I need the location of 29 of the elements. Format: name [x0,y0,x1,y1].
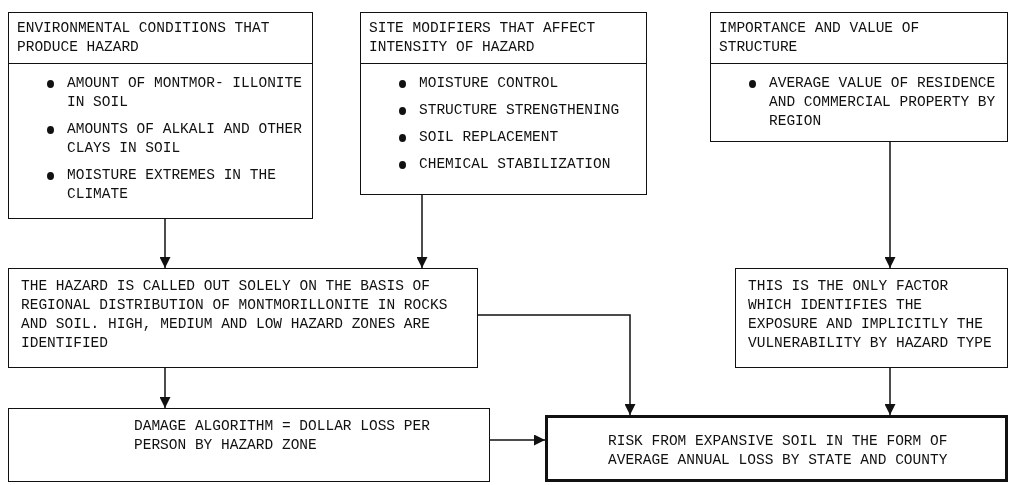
box-text: DAMAGE ALGORITHM = DOLLAR LOSS PER PERSON BY HAZARD ZONE [133,417,431,455]
bullet-item: CHEMICAL STABILIZATION [369,155,638,174]
box-text: THE HAZARD IS CALLED OUT SOLELY ON THE BASIS OF REGIONAL DISTRIBUTION OF MONTMORILLONITE IN ROCKS AND SOIL. HIGH, MEDIUM AND LOW HAZARD ZONES ARE IDENTIFIED [20,277,449,353]
bullet-item: SOIL REPLACEMENT [369,128,638,147]
bullet-item: MOISTURE CONTROL [369,74,638,93]
arrow [489,434,546,446]
arrow [884,367,896,416]
process-box [8,408,490,482]
process-box [8,268,478,368]
process-box [710,12,1008,142]
box-text: RISK FROM EXPANSIVE SOIL IN THE FORM OF AVERAGE ANNUAL LOSS BY STATE AND COUNTY [607,432,949,470]
process-box [8,12,313,219]
arrow [884,141,896,269]
process-box [735,268,1008,368]
box-heading: ENVIRONMENTAL CONDITIONS THAT PRODUCE HAZARD [9,13,312,64]
process-box [360,12,647,195]
box-heading: SITE MODIFIERS THAT AFFECT INTENSITY OF HAZARD [361,13,646,64]
box-text: THIS IS THE ONLY FACTOR WHICH IDENTIFIES THE EXPOSURE AND IMPLICITLY THE VULNERABILITY BY HAZARD TYPE [747,277,993,353]
arrow [416,194,428,269]
box-heading: IMPORTANCE AND VALUE OF STRUCTURE [711,13,1007,64]
bullet-item: AMOUNTS OF ALKALI AND OTHER CLAYS IN SOIL [17,120,304,158]
bullet-item: STRUCTURE STRENGTHENING [369,101,638,120]
arrow [477,314,636,416]
process-box [545,415,1008,482]
arrow [159,218,171,269]
bullet-item: AMOUNT OF MONTMOR- ILLONITE IN SOIL [17,74,304,112]
arrow [159,367,171,409]
bullet-item: AVERAGE VALUE OF RESIDENCE AND COMMERCIAL PROPERTY BY REGION [719,74,999,131]
bullet-item: MOISTURE EXTREMES IN THE CLIMATE [17,166,304,204]
